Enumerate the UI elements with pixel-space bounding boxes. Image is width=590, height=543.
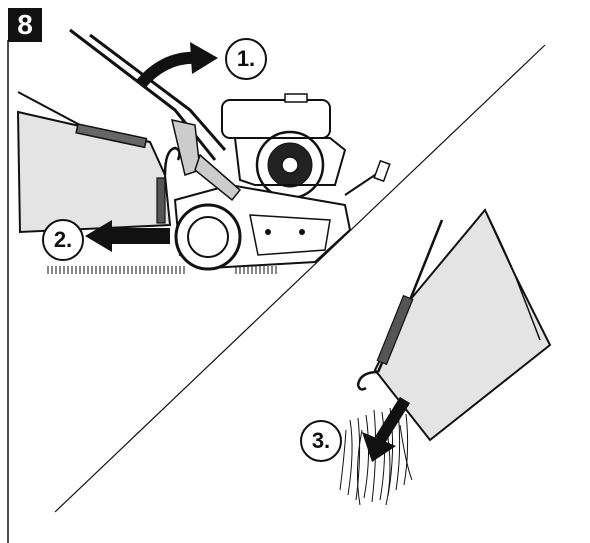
ground-hatching (47, 266, 277, 274)
step-3-label: 3. (300, 420, 342, 462)
diagonal-divider (54, 44, 546, 513)
rear-flap-bracket (194, 153, 242, 202)
bag-hook (163, 146, 181, 176)
handle-bar-2 (89, 33, 227, 151)
engine-hub (281, 156, 299, 174)
step-2-arrow-body (110, 228, 170, 244)
step-2-arrow-head (85, 220, 112, 252)
deck-vent (249, 214, 331, 256)
fuel-cap (284, 93, 308, 103)
spark-plug (373, 159, 391, 183)
rear-wheel-hub (187, 216, 229, 258)
step-1-label: 1. (225, 38, 267, 80)
engine-block (233, 137, 347, 186)
bag-strap (156, 177, 166, 224)
handle-bar-1 (69, 28, 217, 161)
emptying-bag-grip (376, 294, 414, 366)
figure-number-badge: 8 (8, 8, 42, 42)
bag-grip (75, 123, 148, 149)
step-2-label: 2. (42, 219, 84, 261)
step-3-arrow-body (374, 396, 411, 444)
engine-fuel-tank (221, 99, 331, 139)
emptying-bag-hook (356, 370, 379, 391)
step-3-arrow-head (362, 432, 396, 462)
step-1-arrow-body (135, 51, 201, 89)
bag-crease (484, 209, 541, 341)
step-1-arrow-head (190, 42, 218, 74)
